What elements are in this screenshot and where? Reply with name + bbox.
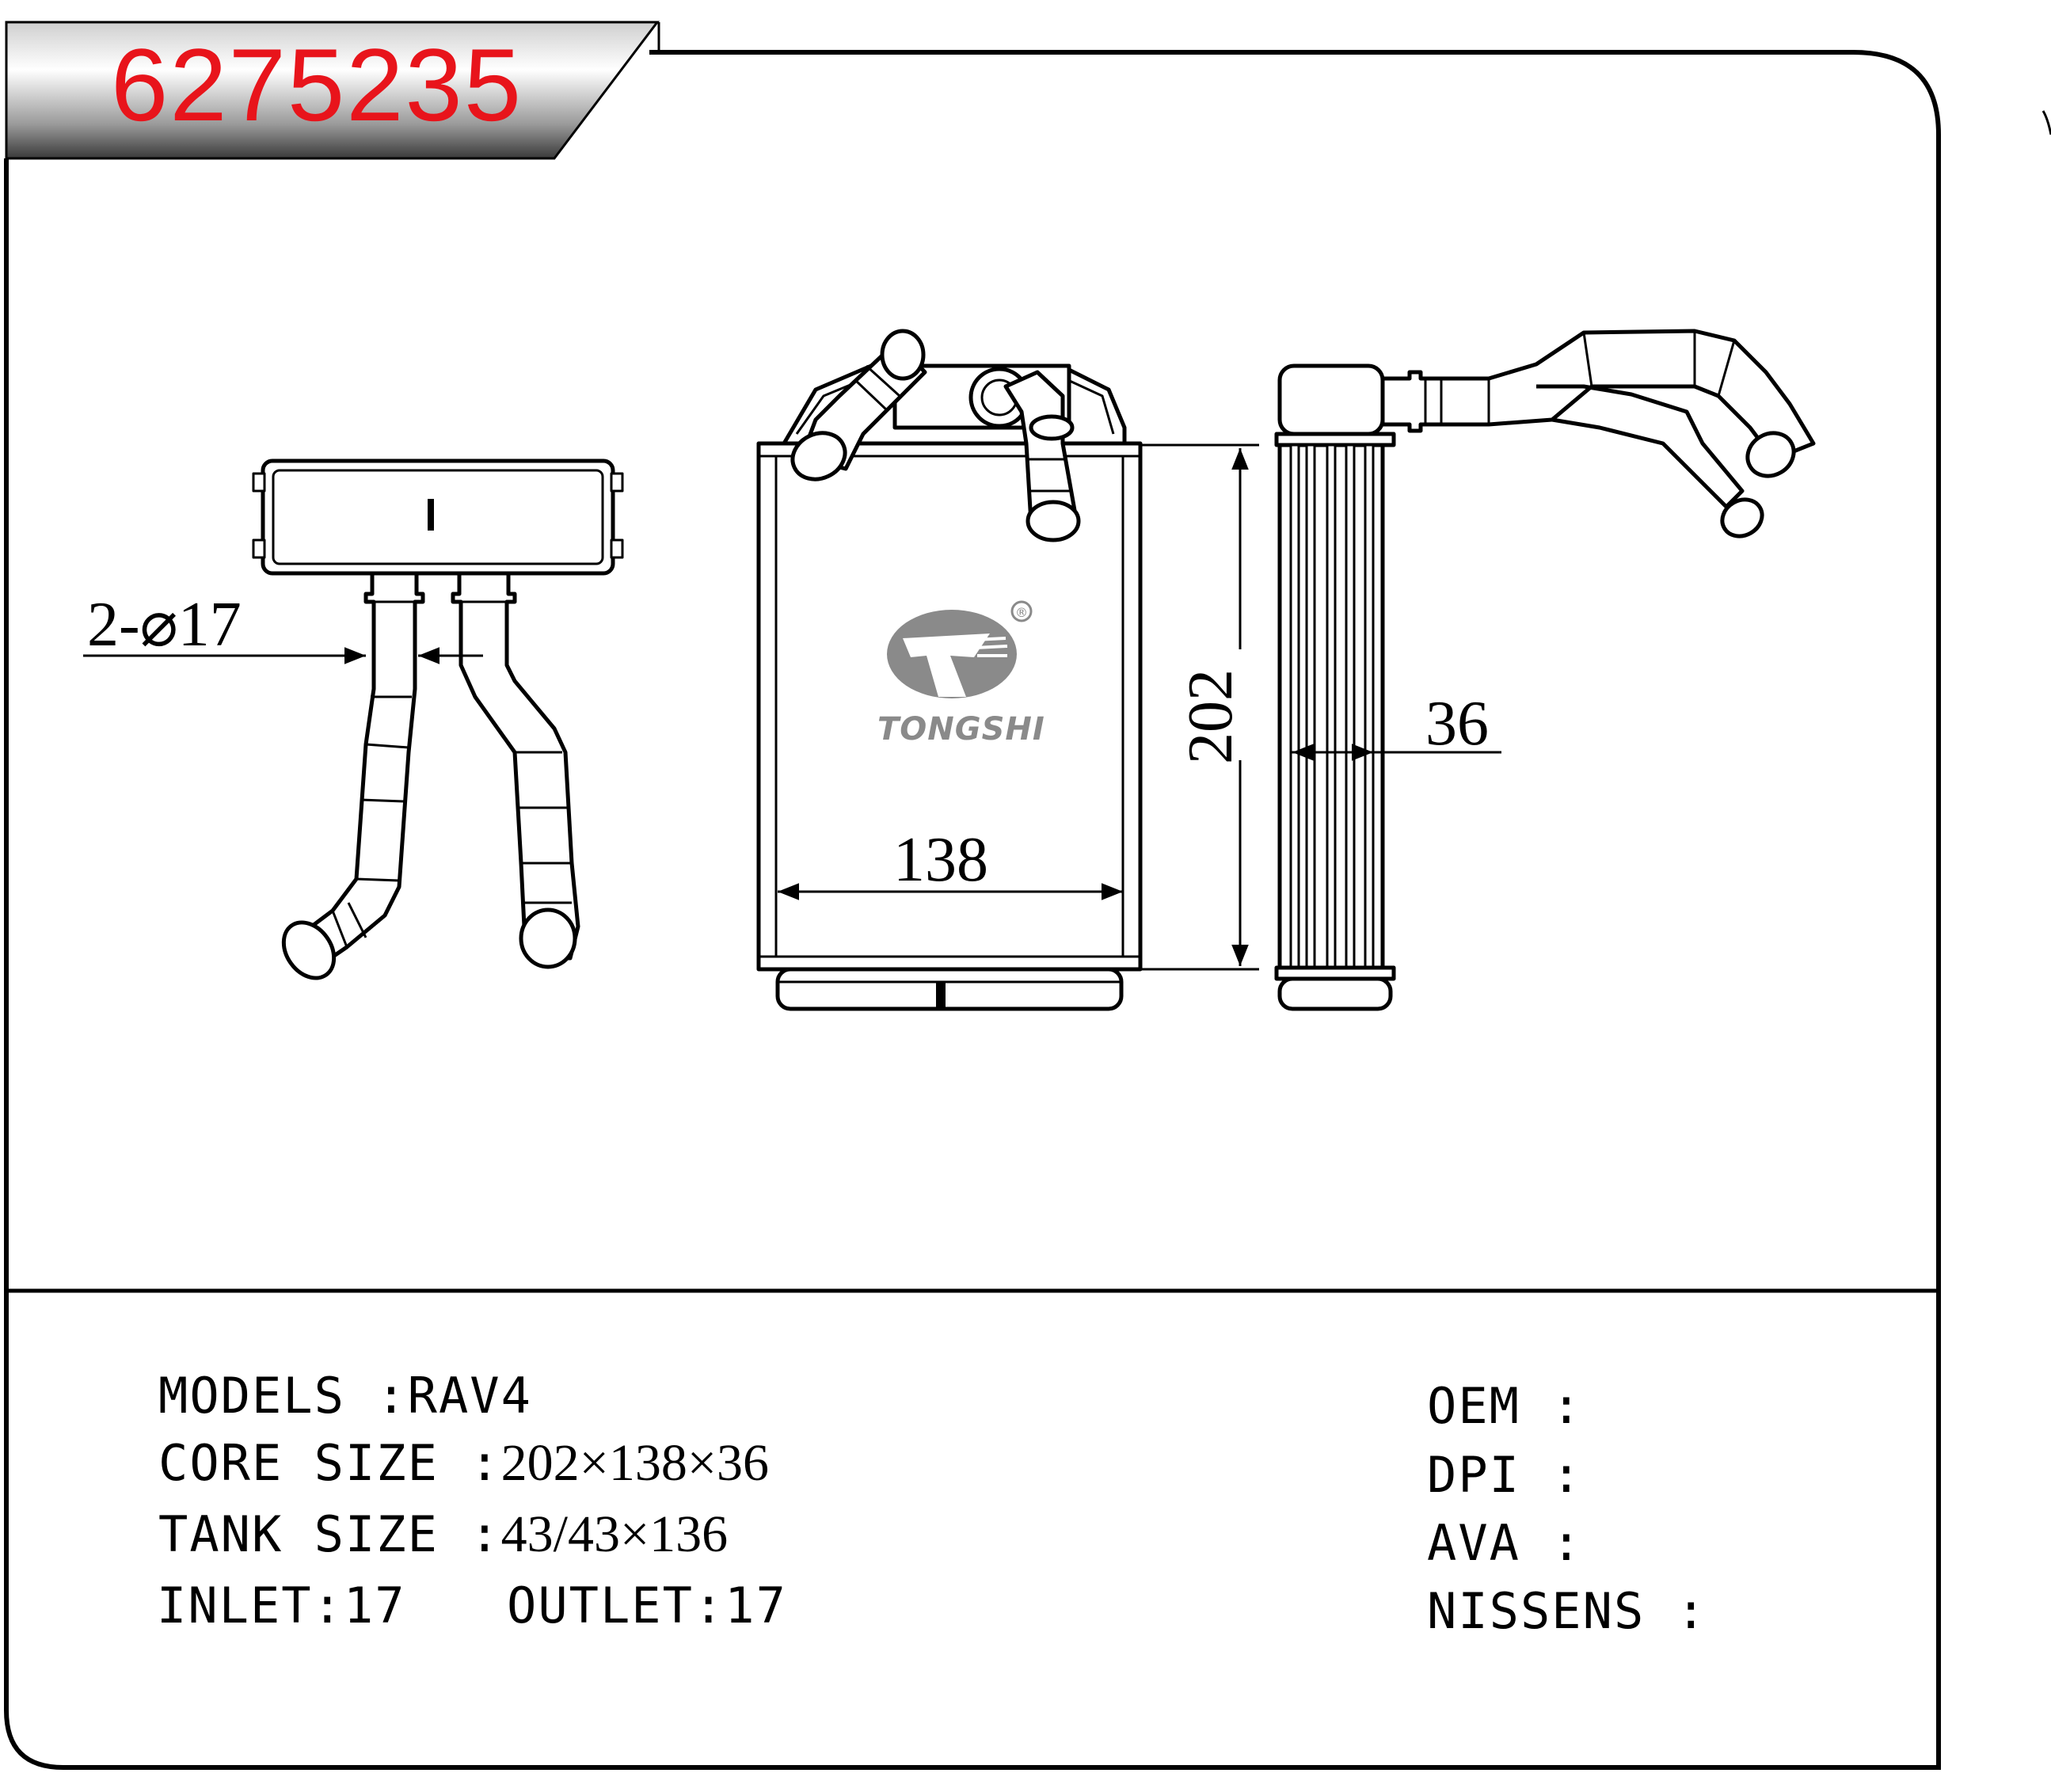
width-label: 138 (893, 825, 988, 895)
dpi-row: DPI : (1427, 1446, 1583, 1504)
oem-row: OEM : (1427, 1377, 1583, 1435)
tongshi-logo (887, 600, 1033, 698)
height-label: 202 (1176, 669, 1246, 764)
tank-size-row: TANK SIZE :43/43×136 (158, 1509, 728, 1561)
outlet-row: OUTLET:17 (507, 1581, 787, 1630)
side-view (1274, 329, 1816, 1011)
diameter-label: 2-⌀17 (87, 590, 242, 660)
models-value: RAV4 (407, 1367, 532, 1425)
inlet-label: INLET: (157, 1577, 344, 1634)
part-number-banner (5, 21, 660, 160)
ava-row: AVA : (1427, 1514, 1583, 1572)
registered-mark: ® (1015, 605, 1028, 620)
part-number: 6275235 (111, 27, 523, 143)
dimension-diameter: 2-⌀17 (83, 590, 483, 664)
core-size-label: CORE SIZE : (158, 1434, 501, 1492)
brand-name: TONGSHI (877, 711, 1045, 748)
nissens-row: NISSENS : (1427, 1582, 1707, 1640)
dimension-depth: 36 (1291, 689, 1501, 761)
inlet-row: INLET:17 (157, 1581, 406, 1630)
tank-size-label: TANK SIZE : (158, 1505, 501, 1563)
models-label: MODELS : (158, 1367, 408, 1425)
top-view (252, 458, 624, 980)
front-view (756, 329, 1143, 1011)
tank-size-value: 43/43×136 (500, 1505, 729, 1563)
core-size-value: 202×138×36 (500, 1434, 770, 1492)
models-row: MODELS :RAV4 (158, 1372, 532, 1421)
depth-label: 36 (1425, 689, 1489, 759)
outlet-value: 17 (725, 1577, 787, 1634)
dimension-width: 138 (778, 825, 1123, 900)
core-size-row: CORE SIZE :202×138×36 (158, 1437, 769, 1490)
inlet-value: 17 (343, 1577, 406, 1634)
outlet-label: OUTLET: (507, 1577, 725, 1634)
svg-text:®: ® (1015, 605, 1028, 620)
frame (4, 50, 2051, 1770)
dimension-height: 202 (1140, 443, 1259, 971)
